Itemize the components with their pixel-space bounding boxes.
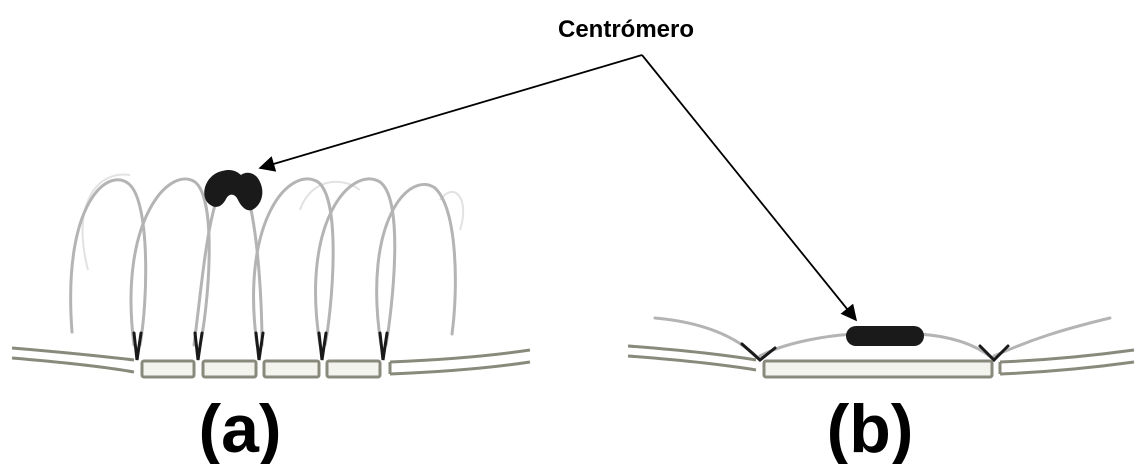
anchor-point	[195, 333, 202, 360]
panel-a: (a)	[12, 170, 530, 464]
chromatin-strand	[760, 334, 860, 356]
chromatin-loop	[254, 179, 334, 345]
panel-label-b: (b)	[827, 391, 914, 464]
centromere-label: Centrómero	[558, 16, 694, 43]
anchor-point	[380, 333, 387, 360]
arrow-to-centromere-b	[642, 55, 856, 320]
panel-b: (b)	[628, 318, 1134, 464]
anchor-point	[134, 333, 141, 360]
chromatin-strand	[994, 318, 1110, 356]
anchor-point	[319, 333, 326, 360]
nuclear-membrane-a	[12, 348, 530, 377]
nuclear-membrane-b	[628, 346, 1134, 377]
chromatin-loops	[71, 179, 456, 345]
centromere-b	[846, 326, 924, 346]
arrow-to-centromere-a	[260, 55, 642, 168]
centromere-a	[204, 170, 262, 210]
anchor-point	[256, 333, 263, 360]
faint-chromatin-loops	[83, 174, 464, 270]
panel-label-a: (a)	[198, 391, 281, 464]
